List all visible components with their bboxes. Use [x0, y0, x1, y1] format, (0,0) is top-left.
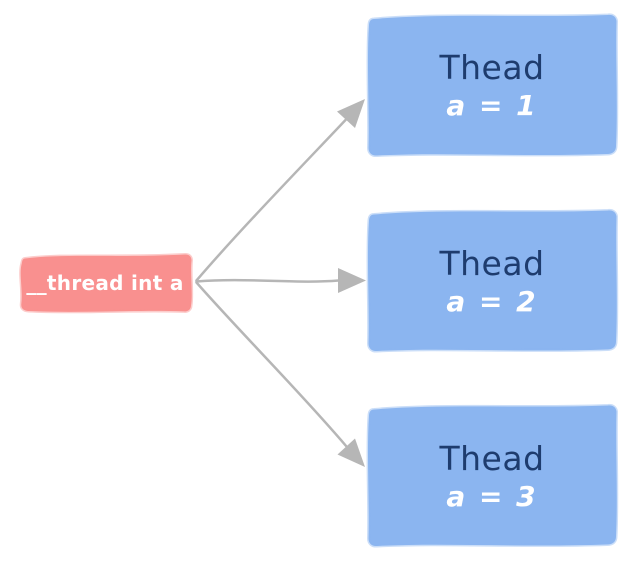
- thread-node-1: Thead a = 1: [366, 14, 618, 157]
- thread-node-3-title: Thead: [439, 438, 545, 478]
- arrow-to-thread-1: [195, 118, 348, 282]
- thread-node-1-shape: [366, 13, 619, 158]
- thread-node-3-shape: [366, 403, 619, 548]
- source-node-shape: [19, 252, 194, 314]
- thread-node-3: Thead a = 3: [366, 405, 618, 548]
- arrowhead-3-icon: [337, 438, 365, 467]
- thread-node-3-value: a = 3: [446, 479, 538, 513]
- arrow-to-thread-3: [195, 281, 348, 448]
- source-node-label: __thread int a: [26, 271, 184, 295]
- arrow-to-thread-2: [195, 278, 340, 283]
- thread-node-2-title: Thead: [439, 243, 545, 283]
- thread-node-2: Thead a = 2: [366, 210, 618, 353]
- thread-node-2-shape: [366, 208, 619, 353]
- arrowhead-1-icon: [337, 99, 365, 128]
- thread-node-2-value: a = 2: [446, 284, 538, 318]
- arrows-group: [195, 99, 366, 467]
- thread-node-1-value: a = 1: [446, 88, 538, 122]
- thread-node-1-title: Thead: [439, 47, 545, 87]
- arrowhead-2-icon: [338, 268, 366, 293]
